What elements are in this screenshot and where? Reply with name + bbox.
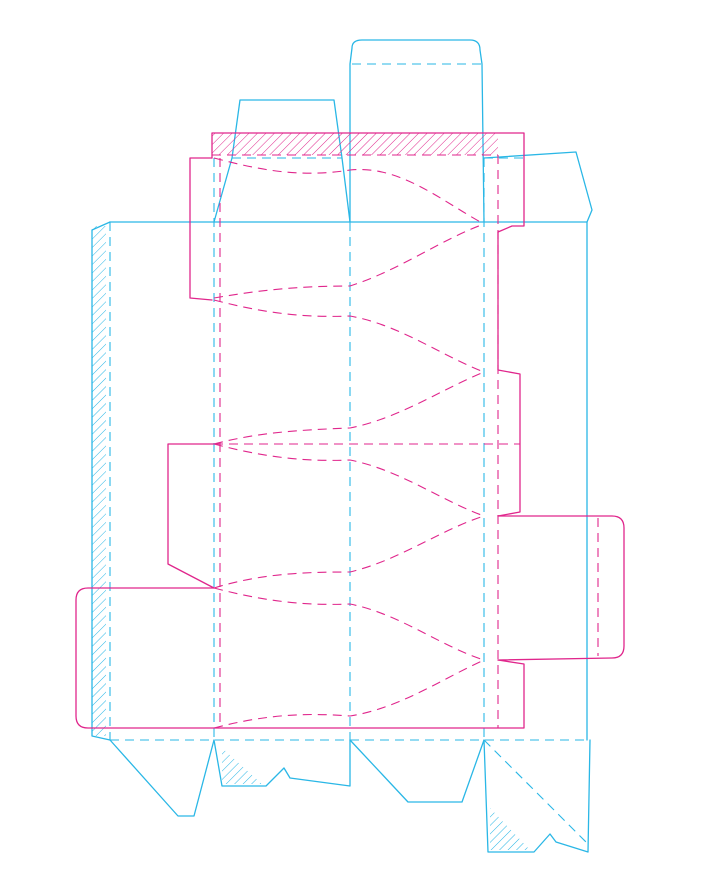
cradle-curve-1 — [213, 157, 485, 225]
insert-left-tab-1 — [189, 157, 213, 301]
top-tuck-flap — [349, 39, 485, 223]
bottom-flap-4-diagonal — [483, 739, 589, 845]
bottom-flap-2-hatch — [222, 748, 262, 784]
cradle-curve-6 — [213, 515, 485, 589]
cradle-curve-5 — [213, 443, 485, 517]
insert-left-tab-2 — [167, 443, 215, 589]
bottom-flap-2 — [213, 739, 351, 787]
insert-top-band-cut — [211, 132, 525, 233]
bottom-flap-1 — [109, 739, 215, 817]
bottom-flap-3 — [349, 739, 485, 803]
cradle-curve-3 — [213, 299, 485, 373]
glue-flap-cut — [91, 221, 111, 741]
cradle-curve-2 — [213, 223, 485, 299]
bottom-flap-4-hatch — [490, 808, 530, 850]
bottom-flap-4 — [483, 739, 591, 853]
insert-left-tab-3 — [75, 587, 525, 729]
top-dust-flap-right — [483, 151, 593, 223]
top-dust-flap-left — [213, 99, 351, 223]
glue-flap-hatch — [92, 226, 106, 736]
cradle-curve-4 — [213, 371, 485, 445]
insert-right-edge — [497, 231, 521, 517]
insert-top-hatch — [212, 133, 498, 155]
outer-carton-layer — [91, 39, 593, 853]
cradle-curve-7 — [213, 587, 485, 661]
inner-insert-layer — [75, 132, 625, 729]
cradle-curve-8 — [213, 659, 485, 729]
insert-right-tab — [497, 515, 625, 661]
